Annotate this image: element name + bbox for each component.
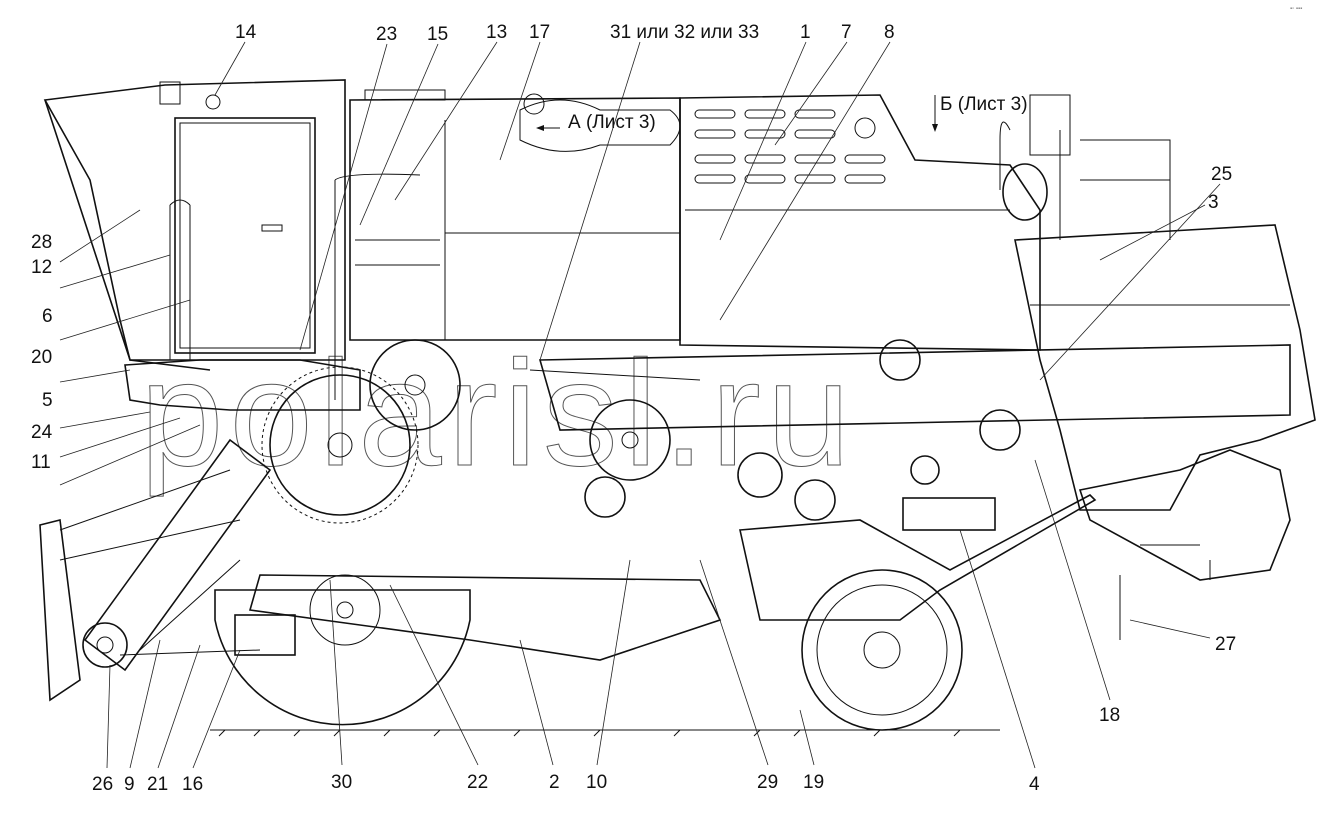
view-a-marker: А (Лист 3)	[536, 112, 656, 133]
callouts-top: 14 23 15 13 17 31 или 32 или 33 1 7 8	[235, 22, 895, 45]
callout: 16	[182, 774, 203, 795]
corner-mark: ▪▫ ▪▪▪	[1290, 6, 1302, 12]
callout: 21	[147, 774, 168, 795]
callout: 27	[1215, 634, 1236, 655]
callout: 18	[1099, 705, 1120, 726]
callout: 7	[841, 22, 852, 43]
callout: 11	[31, 452, 51, 473]
view-b-marker: Б (Лист 3)	[932, 94, 1028, 132]
callout: 23	[376, 24, 397, 45]
callout: 14	[235, 22, 257, 43]
callout: 1	[800, 22, 811, 43]
callout: 28	[31, 232, 52, 253]
callout: 25	[1211, 164, 1232, 185]
callout: 29	[757, 772, 778, 793]
callout: 22	[467, 772, 488, 793]
callout: 15	[427, 24, 448, 45]
callout: 31 или 32 или 33	[610, 22, 759, 43]
ground-line	[210, 729, 1000, 737]
callout: 19	[803, 772, 824, 793]
callout: 2	[549, 772, 560, 793]
svg-text:А (Лист 3): А (Лист 3)	[568, 112, 656, 133]
callout: 30	[331, 772, 352, 793]
cab	[43, 79, 361, 411]
svg-text:Б (Лист 3): Б (Лист 3)	[940, 94, 1028, 115]
callout: 12	[31, 257, 52, 278]
unloading-auger	[529, 344, 1291, 431]
feeder-house	[39, 438, 272, 702]
callout: 26	[92, 774, 113, 795]
callouts-right: 25 3 27 18	[1099, 164, 1236, 726]
engine-compartment	[679, 94, 1171, 351]
leader-lines	[59, 41, 1221, 769]
chassis	[234, 494, 1097, 661]
callout: 9	[124, 774, 135, 795]
grain-tank	[334, 89, 681, 400]
callout: 6	[42, 306, 53, 327]
callout: 17	[529, 22, 550, 43]
pulleys	[261, 339, 1021, 531]
callout: 5	[42, 390, 53, 411]
callout: 8	[884, 22, 895, 43]
callout: 3	[1208, 192, 1219, 213]
front-wheel	[214, 574, 471, 726]
watermark: polarisl.ru	[140, 329, 856, 497]
callouts-bottom: 26 9 21 16 30 22 2 10 29 19 4	[92, 772, 1040, 795]
rear-hood	[1014, 224, 1316, 640]
callout: 24	[31, 422, 53, 443]
callout: 13	[486, 22, 507, 43]
callout: 4	[1029, 774, 1040, 795]
callout: 20	[31, 347, 52, 368]
rear-wheel	[801, 569, 963, 731]
callouts-left: 28 12 6 20 5 24 11	[31, 232, 53, 473]
callout: 10	[586, 772, 607, 793]
